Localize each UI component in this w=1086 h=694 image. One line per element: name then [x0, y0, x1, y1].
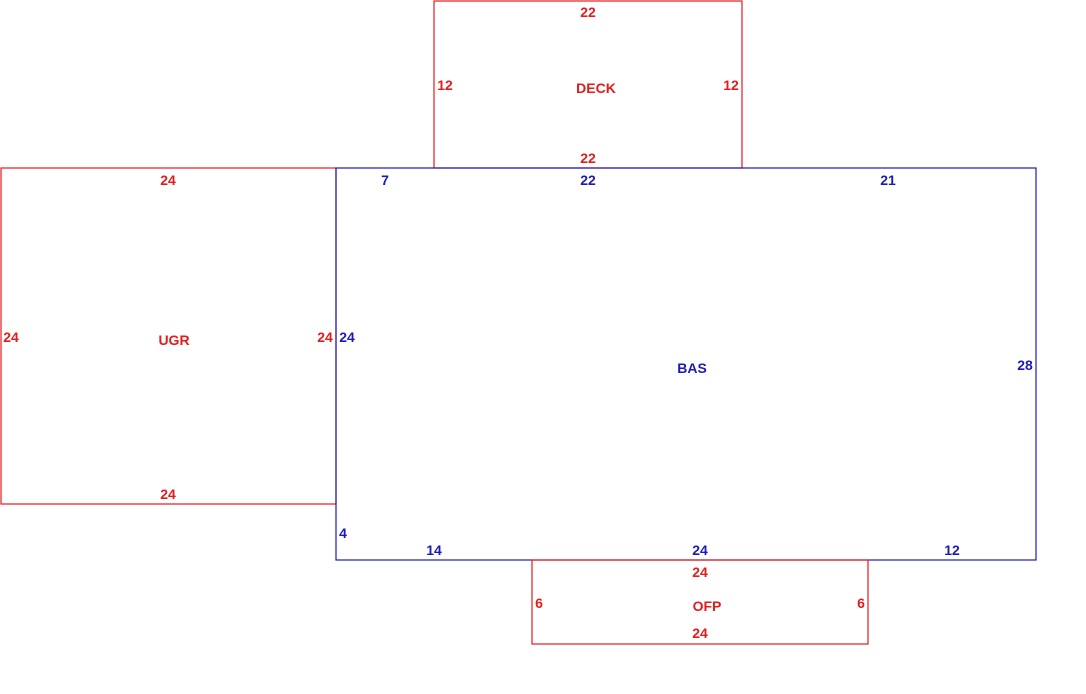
- ofp-right-dimension: 6: [857, 595, 865, 611]
- ugr-top-dimension: 24: [160, 172, 176, 188]
- bas-label: BAS: [677, 360, 707, 376]
- ofp-bottom-dimension: 24: [692, 625, 708, 641]
- ugr-bottom-dimension: 24: [160, 486, 176, 502]
- bas-bottom-left-dimension: 14: [426, 542, 442, 558]
- ugr-area: 24 24 24 UGR 24: [0, 167, 337, 505]
- deck-right-dimension: 12: [723, 77, 739, 93]
- bas-left-step-dimension: 4: [339, 525, 347, 541]
- ofp-outline: [531, 559, 869, 645]
- bas-top-mid-dimension: 22: [580, 172, 596, 188]
- deck-area: 22 12 12 DECK 22: [433, 0, 743, 169]
- deck-label: DECK: [576, 80, 616, 96]
- bas-left-dimension: 24: [339, 329, 355, 345]
- ofp-label: OFP: [693, 598, 722, 614]
- bas-bottom-right-dimension: 12: [944, 542, 960, 558]
- deck-top-dimension: 22: [580, 4, 596, 20]
- ofp-top-dimension: 24: [692, 564, 708, 580]
- ofp-area: 24 6 6 OFP 24: [531, 559, 869, 645]
- bas-area: 7 22 21 24 28 BAS 4 14 24 12: [335, 167, 1037, 561]
- bas-right-dimension: 28: [1017, 357, 1033, 373]
- bas-top-left-dimension: 7: [381, 172, 389, 188]
- bas-bottom-mid-dimension: 24: [692, 542, 708, 558]
- deck-left-dimension: 12: [437, 77, 453, 93]
- deck-bottom-dimension: 22: [580, 150, 596, 166]
- ugr-right-dimension: 24: [317, 329, 333, 345]
- ugr-label: UGR: [158, 332, 189, 348]
- bas-top-right-dimension: 21: [880, 172, 896, 188]
- ofp-left-dimension: 6: [535, 595, 543, 611]
- ugr-left-dimension: 24: [3, 329, 19, 345]
